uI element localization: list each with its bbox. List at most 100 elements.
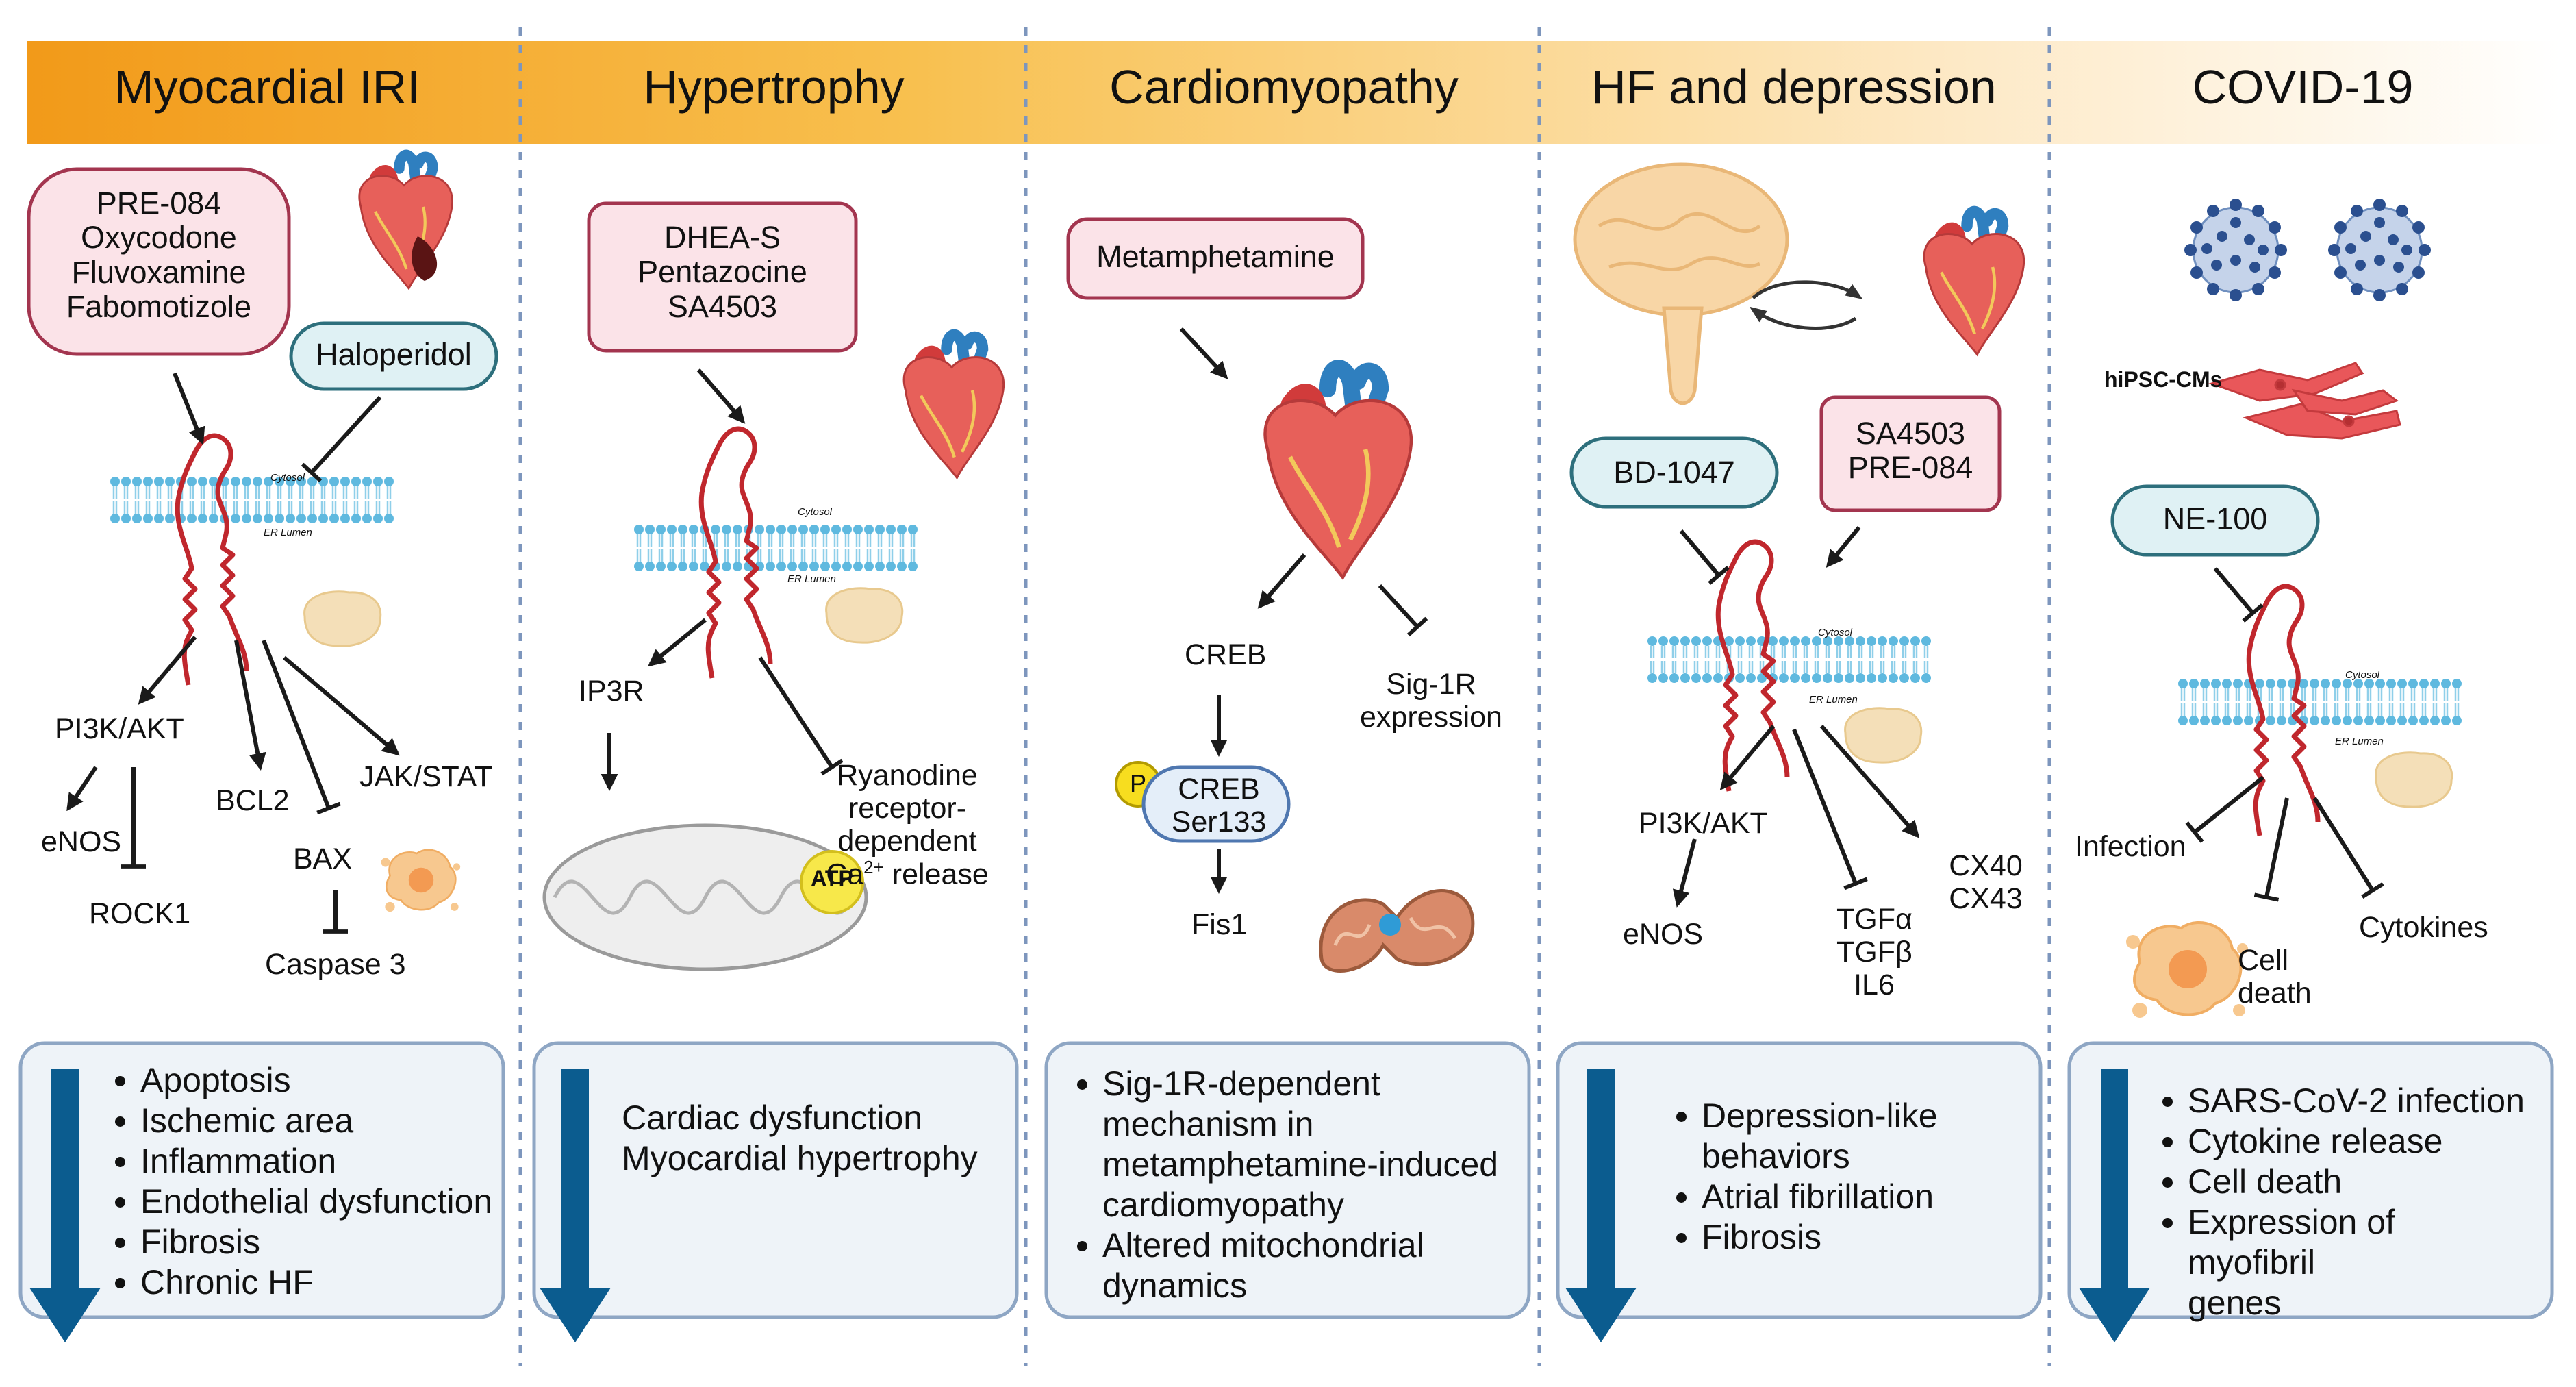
outcome-item: Cell death	[2188, 1162, 2551, 1202]
pathway-label: eNOS	[41, 825, 122, 858]
outcome-item: Apoptosis	[140, 1060, 496, 1101]
outcome-item: Fibrosis	[140, 1222, 496, 1262]
panel-title-covid: COVID-19	[2192, 60, 2414, 114]
creb-ser133-label: CREB Ser133	[1150, 773, 1287, 838]
cytosol-label: Cytosol	[798, 506, 833, 518]
sig1r-line: Sig-1R	[1386, 668, 1476, 701]
ryanodine-line: receptor-	[848, 792, 967, 825]
mitochondrion-cardiomyopathy	[1319, 889, 1475, 973]
metamphetamine-label: Metamphetamine	[1096, 239, 1335, 274]
outcome-item: Fibrosis	[1702, 1217, 2030, 1258]
infection-label: Infection	[2075, 830, 2186, 863]
agonist-box-metamphetamine	[1066, 217, 1365, 300]
pathway-label: JAK/STAT	[359, 760, 493, 793]
arrows-covid	[2185, 567, 2384, 902]
panel-title-hypertrophy: Hypertrophy	[643, 60, 905, 114]
outcome-item: Expression of myofibril genes	[2188, 1202, 2414, 1323]
drug-label: Fluvoxamine	[71, 254, 247, 290]
calcium-release-line: Ca2+ release	[815, 858, 1000, 891]
tgf-il6-list: TGFα TGFβ IL6	[1836, 903, 1912, 1001]
hipsc-cm-cells	[2208, 362, 2401, 440]
il6-label: IL6	[1854, 969, 1895, 1002]
bd1047-label: BD-1047	[1613, 455, 1735, 490]
pathway-label: eNOS	[1623, 918, 1704, 951]
outcome-boxes	[18, 1041, 2554, 1319]
drug-label: Pentazocine	[637, 254, 807, 290]
panel-title-iri: Myocardial IRI	[114, 60, 420, 114]
ser133-line: Ser133	[1171, 805, 1267, 839]
drug-label: Fabomotizole	[66, 289, 252, 325]
antagonist-box-ne100	[2110, 484, 2320, 557]
header-bar	[27, 41, 2561, 144]
outcome-item: Depression-like behaviors	[1702, 1096, 2030, 1177]
panel-title-cardiomyopathy: Cardiomyopathy	[1109, 60, 1459, 114]
expression-line: expression	[1360, 701, 1502, 734]
cell-line: Cell	[2238, 944, 2289, 977]
tgfa-label: TGFα	[1836, 903, 1912, 936]
pathway-label: Caspase 3	[265, 948, 406, 981]
creb-box	[1141, 765, 1291, 843]
drug-label: DHEA-S	[664, 220, 781, 255]
release-word: release	[883, 858, 989, 891]
drug-boxes	[27, 167, 2320, 557]
death-line: death	[2238, 977, 2312, 1010]
brain-illustration	[1573, 162, 1789, 405]
atp-label: ATP	[811, 866, 853, 890]
ryanodine-line: dependent	[837, 825, 977, 858]
ne100-label: NE-100	[2162, 501, 2268, 536]
infarct-patch	[412, 236, 438, 281]
agonist-hypertrophy-list: DHEA-S Pentazocine SA4503	[589, 220, 856, 324]
haloperidol-label: Haloperidol	[316, 337, 472, 372]
creb-label: CREB	[1185, 638, 1267, 671]
pathway-label: ROCK1	[89, 897, 191, 930]
ip3r-label: IP3R	[579, 675, 644, 708]
antagonist-box-haloperidol	[289, 321, 498, 391]
pathway-label: PI3K/AKT	[1639, 807, 1768, 840]
agonist-iri-list: PRE-084 Oxycodone Fluvoxamine Fabomotizo…	[29, 186, 289, 325]
er-lumen-label: ER Lumen	[787, 573, 836, 585]
drug-label: Oxycodone	[81, 220, 237, 255]
arrows-iri	[66, 372, 400, 934]
agonist-box-hypertrophy	[587, 201, 858, 353]
outcome-list-hypertrophy: Cardiac dysfunction Myocardial hypertrop…	[622, 1098, 1005, 1179]
cytosol-label: Cytosol	[1818, 627, 1853, 638]
antagonist-box-bd1047	[1569, 436, 1779, 509]
outcome-list-iri: Apoptosis Ischemic area Inflammation End…	[99, 1060, 496, 1303]
outcome-item: Endothelial dysfunction	[140, 1182, 496, 1222]
arrows-hypertrophy	[601, 368, 844, 792]
outcome-list-hf: Depression-like behaviors Atrial fibrill…	[1660, 1096, 2030, 1258]
outcome-item: Altered mitochondrial dynamics	[1102, 1225, 1520, 1306]
outcome-item: SARS-CoV-2 infection	[2188, 1081, 2551, 1121]
drug-label: PRE-084	[96, 186, 222, 221]
outcome-item: Chronic HF	[140, 1262, 496, 1303]
outcome-item: Sig-1R-dependent mechanism in metampheta…	[1102, 1064, 1520, 1225]
heart-brain-arrows	[1749, 280, 1863, 330]
cx40-label: CX40	[1949, 849, 2023, 882]
ryanodine-label: Ryanodine receptor- dependent Ca2+ relea…	[815, 759, 1000, 891]
agonist-hf-list: SA4503 PRE-084	[1821, 416, 1999, 486]
cx43-label: CX43	[1949, 882, 2023, 916]
arrows-hf	[1672, 526, 1920, 908]
fis1-label: Fis1	[1191, 908, 1248, 941]
outcome-item: Cardiac dysfunction	[622, 1099, 923, 1137]
pathway-label: PI3K/AKT	[55, 712, 184, 745]
outcome-item: Inflammation	[140, 1141, 496, 1182]
er-lumen-label: ER Lumen	[2335, 736, 2384, 747]
creb-line: CREB	[1178, 773, 1260, 805]
agonist-box-hf	[1819, 395, 2002, 512]
outcome-item: Ischemic area	[140, 1101, 496, 1141]
panel-title-hf-depression: HF and depression	[1591, 60, 1997, 114]
outcome-item: Myocardial hypertrophy	[622, 1139, 978, 1177]
phospho-label: P	[1129, 769, 1146, 797]
outcome-list-covid: SARS-CoV-2 infection Cytokine release Ce…	[2147, 1081, 2551, 1323]
pathway-label: BCL2	[216, 784, 290, 817]
cytosol-label: Cytosol	[270, 472, 305, 484]
cytosol-label: Cytosol	[2345, 669, 2380, 681]
pathway-label: BAX	[293, 842, 353, 875]
cytokines-label: Cytokines	[2359, 911, 2488, 944]
cell-death-label: Cell death	[2238, 944, 2312, 1010]
outcome-item: Atrial fibrillation	[1702, 1177, 2030, 1217]
er-lumen-label: ER Lumen	[264, 527, 312, 538]
connexin-list: CX40 CX43	[1945, 849, 2027, 915]
